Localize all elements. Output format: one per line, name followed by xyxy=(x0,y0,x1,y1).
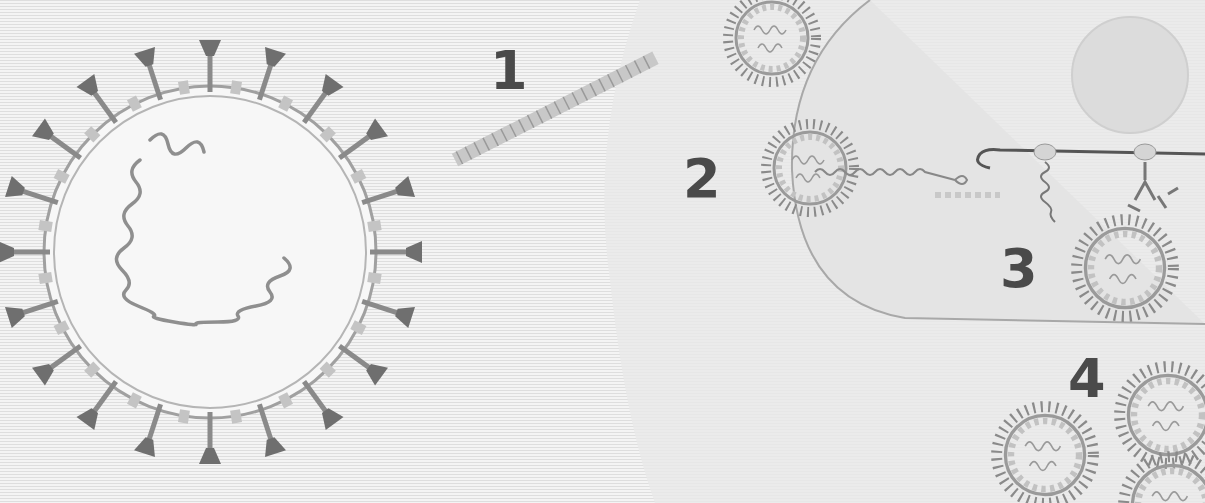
callout-number: 4 xyxy=(1068,352,1106,406)
callout-number: 2 xyxy=(683,152,721,206)
callout-number: 1 xyxy=(490,44,528,98)
callout-number: 3 xyxy=(1000,242,1038,296)
